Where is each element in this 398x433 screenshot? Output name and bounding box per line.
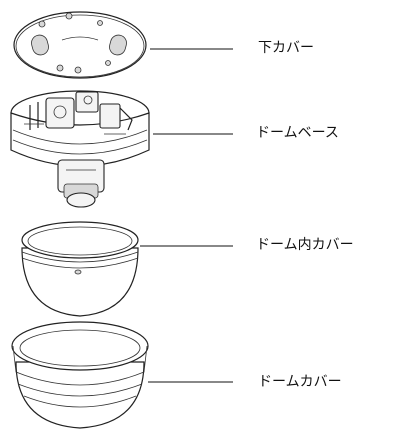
label-bottom-cover: 下カバー [258,40,314,56]
dome-base-illustration [10,90,150,208]
label-dome-cover: ドームカバー [258,374,342,390]
dome-cover-illustration [11,321,149,429]
bottom-cover-illustration [13,11,147,79]
label-dome-base: ドームベース [256,125,339,141]
dome-inner-cover-illustration [21,221,139,317]
label-dome-inner-cover: ドーム内カバー [256,237,354,253]
